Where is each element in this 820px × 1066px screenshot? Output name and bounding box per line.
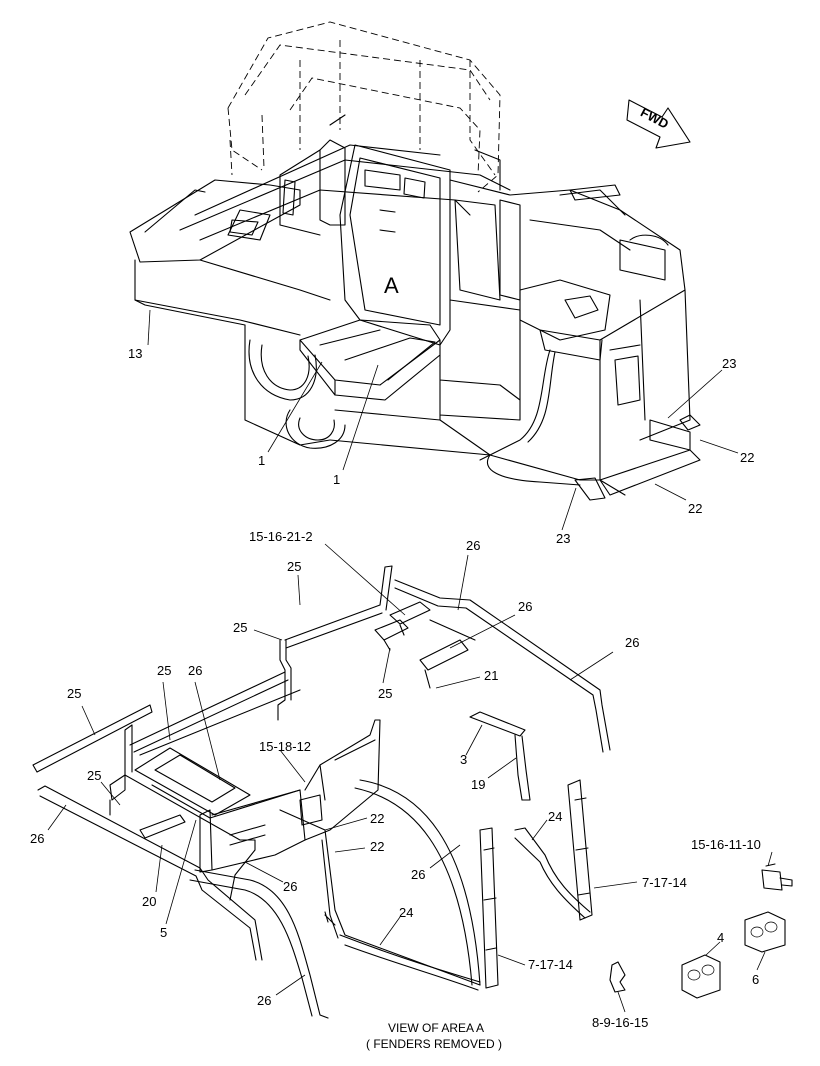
deck-and-platform: [129, 144, 511, 401]
fwd-arrow: FWD: [626, 99, 691, 149]
callout-25-bracket: 25: [378, 686, 392, 701]
callout-26-right: 26: [625, 635, 639, 650]
callout-7-17-14-upper: 7-17-14: [642, 875, 687, 890]
callout-labels: 13 1 1 23 22 22 23 15-16-21-2 26 25 26 2…: [30, 346, 761, 1030]
callout-7-17-14-lower: 7-17-14: [528, 957, 573, 972]
machine-frame-assembly: A FWD: [129, 21, 701, 501]
callout-6: 6: [752, 972, 759, 987]
callout-25-rail: 25: [157, 663, 171, 678]
callout-26-arch: 26: [411, 867, 425, 882]
caption-fenders-removed: ( FENDERS REMOVED ): [366, 1037, 502, 1051]
callout-22-upper: 22: [370, 811, 384, 826]
callout-22-right: 22: [740, 450, 754, 465]
callout-19: 19: [471, 777, 485, 792]
callout-15-18-12: 15-18-12: [259, 739, 311, 754]
leader-lines: [47, 309, 773, 1013]
callout-26-platform: 26: [188, 663, 202, 678]
callout-25-left: 25: [67, 686, 81, 701]
callout-13: 13: [128, 346, 142, 361]
callout-26-mid: 26: [518, 599, 532, 614]
rear-frame: [449, 179, 701, 496]
view-caption: VIEW OF AREA A ( FENDERS REMOVED ): [366, 1021, 502, 1051]
callout-15-16-11-10: 15-16-11-10: [691, 837, 761, 852]
callout-25-lower: 25: [87, 768, 101, 783]
callout-26-top: 26: [466, 538, 480, 553]
callout-4: 4: [717, 930, 724, 945]
callout-1-left: 1: [258, 453, 265, 468]
callout-26-left: 26: [30, 831, 44, 846]
callout-1-right: 1: [333, 472, 340, 487]
callout-20: 20: [142, 894, 156, 909]
callout-26-bracket: 26: [283, 879, 297, 894]
callout-23-bottom: 23: [556, 531, 570, 546]
callout-26-bottom: 26: [257, 993, 271, 1008]
caption-view-of-area: VIEW OF AREA A: [388, 1021, 484, 1035]
area-a-frame: [279, 139, 451, 346]
area-a-label: A: [384, 273, 399, 298]
callout-23-top: 23: [722, 356, 736, 371]
hand-rails: [144, 114, 626, 233]
cab-outline: [227, 21, 501, 193]
callout-22-bottom: 22: [688, 501, 702, 516]
callout-21: 21: [484, 668, 498, 683]
exploded-view-area-a: [32, 565, 793, 1019]
callout-24-upper: 24: [548, 809, 562, 824]
callout-3: 3: [460, 752, 467, 767]
callout-25-vertical: 25: [233, 620, 247, 635]
fwd-arrow-label: FWD: [638, 105, 671, 132]
callout-24-lower: 24: [399, 905, 413, 920]
callout-22-lower: 22: [370, 839, 384, 854]
callout-5: 5: [160, 925, 167, 940]
callout-15-16-21-2: 15-16-21-2: [249, 529, 313, 544]
lower-frame: [244, 299, 701, 501]
callout-8-9-16-15: 8-9-16-15: [592, 1015, 648, 1030]
callout-25-top: 25: [287, 559, 301, 574]
